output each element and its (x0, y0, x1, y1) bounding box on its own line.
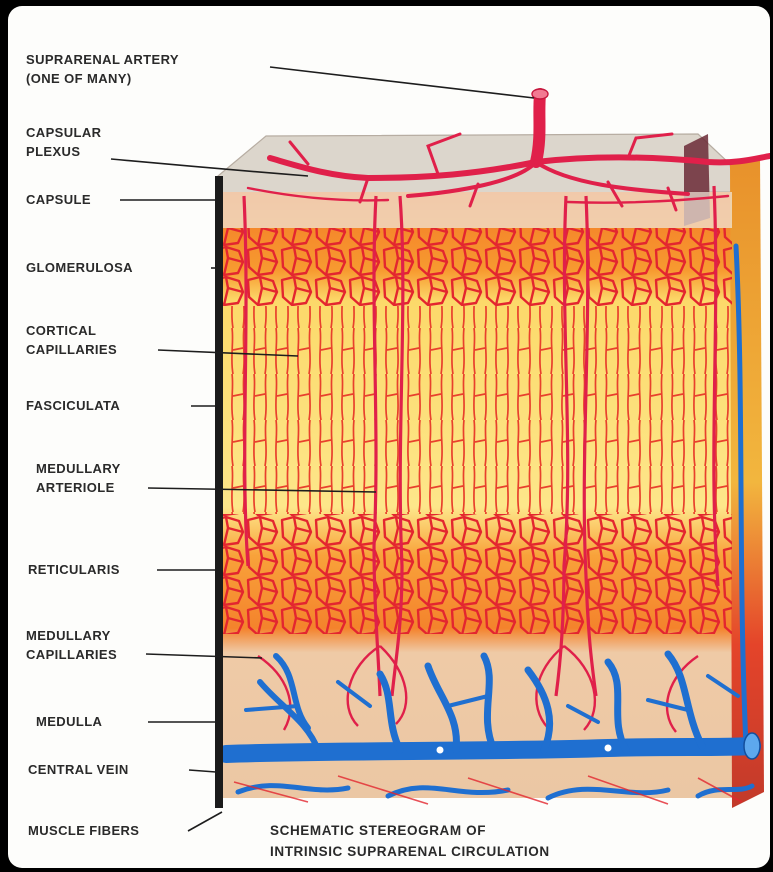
figure-plate: SUPRARENAL ARTERY (ONE OF MANY) CAPSULAR… (8, 6, 770, 868)
label-suprarenal-artery: SUPRARENAL ARTERY (ONE OF MANY) (26, 50, 179, 88)
label-glomerulosa: GLOMERULOSA (26, 258, 133, 277)
label-medullary-capillaries: MEDULLARY CAPILLARIES (26, 626, 117, 664)
label-reticularis: RETICULARIS (28, 560, 120, 579)
label-medulla: MEDULLA (36, 712, 102, 731)
figure-caption-line2: INTRINSIC SUPRARENAL CIRCULATION (270, 841, 550, 862)
label-capsular-plexus: CAPSULAR PLEXUS (26, 123, 101, 161)
label-cortical-capillaries-line2: CAPILLARIES (26, 340, 117, 359)
label-muscle-fibers: MUSCLE FIBERS (28, 821, 139, 840)
label-medullary-arteriole: MEDULLARY ARTERIOLE (36, 459, 121, 497)
figure-caption: SCHEMATIC STEREOGRAM OF INTRINSIC SUPRAR… (270, 820, 550, 862)
label-medullary-capillaries-line1: MEDULLARY (26, 626, 117, 645)
label-fasciculata: FASCICULATA (26, 396, 120, 415)
label-suprarenal-artery-line2: (ONE OF MANY) (26, 69, 179, 88)
label-capsular-plexus-line1: CAPSULAR (26, 123, 101, 142)
label-cortical-capillaries-line1: CORTICAL (26, 321, 117, 340)
label-capsule: CAPSULE (26, 190, 91, 209)
label-cortical-capillaries: CORTICAL CAPILLARIES (26, 321, 117, 359)
suprarenal-stereogram (8, 6, 770, 868)
label-medullary-arteriole-line1: MEDULLARY (36, 459, 121, 478)
label-medullary-capillaries-line2: CAPILLARIES (26, 645, 117, 664)
figure-caption-line1: SCHEMATIC STEREOGRAM OF (270, 820, 550, 841)
label-medullary-arteriole-line2: ARTERIOLE (36, 478, 121, 497)
suprarenal-artery-lumen (532, 89, 548, 99)
label-capsular-plexus-line2: PLEXUS (26, 142, 101, 161)
label-central-vein: CENTRAL VEIN (28, 760, 129, 779)
label-suprarenal-artery-line1: SUPRARENAL ARTERY (26, 50, 179, 69)
